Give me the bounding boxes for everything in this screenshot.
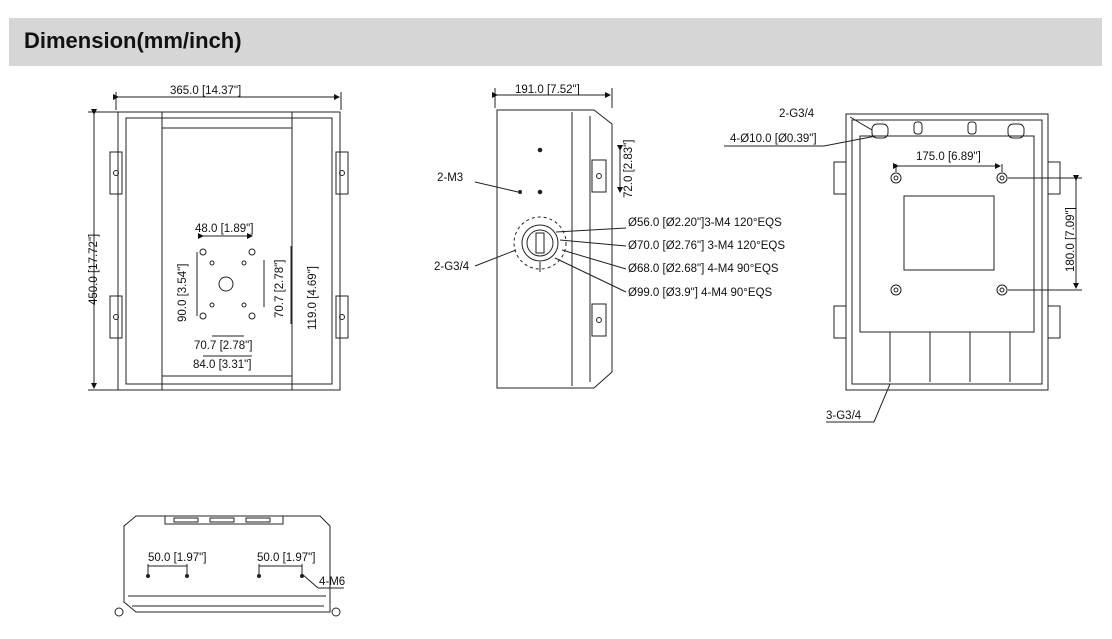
side-callout-68: Ø68.0 [Ø2.68"] 4-M4 90°EQS [628, 263, 779, 275]
back-view-labels: 2-G3/4 4-Ø10.0 [Ø0.39"] 175.0 [6.89"] 18… [730, 108, 1077, 422]
side-dim-72: 72.0 [2.83"] [623, 140, 635, 198]
bottom-dim-50-right: 50.0 [1.97"] [257, 552, 315, 564]
side-label-g34: 2-G3/4 [434, 261, 470, 273]
front-view [88, 92, 349, 391]
front-width-label: 365.0 [14.37"] [170, 85, 241, 97]
front-dim-84: 84.0 [3.31"] [193, 359, 251, 371]
side-width-label: 191.0 [7.52"] [515, 84, 580, 96]
side-view [474, 88, 627, 389]
bottom-view [114, 515, 344, 617]
back-view [724, 113, 1082, 423]
side-callout-99: Ø99.0 [Ø3.9"] 4-M4 90°EQS [628, 287, 773, 299]
back-dim-175: 175.0 [6.89"] [916, 151, 981, 163]
side-callout-70: Ø70.0 [Ø2.76"] 3-M4 120°EQS [628, 240, 785, 252]
bottom-dim-50-left: 50.0 [1.97"] [148, 552, 206, 564]
bottom-view-labels: 50.0 [1.97"] 50.0 [1.97"] 4-M6 [148, 552, 345, 588]
back-label-holes: 4-Ø10.0 [Ø0.39"] [730, 133, 817, 145]
side-callout-56: Ø56.0 [Ø2.20"]3-M4 120°EQS [628, 217, 782, 229]
front-dim-70-7-vertical: 70.7 [2.78"] [274, 260, 286, 318]
section-header: Dimension(mm/inch) [9, 18, 1102, 66]
front-height-label: 450.0 [17.72"] [88, 234, 100, 305]
bottom-label-m6: 4-M6 [319, 576, 345, 588]
back-label-top-g34: 2-G3/4 [779, 108, 815, 120]
front-dim-70-7-horizontal: 70.7 [2.78"] [194, 340, 252, 352]
side-view-labels: 191.0 [7.52"] 72.0 [2.83"] 2-M3 2-G3/4 Ø… [434, 84, 785, 299]
front-view-labels: 365.0 [14.37"] 450.0 [17.72"] 48.0 [1.89… [88, 85, 319, 371]
front-dim-48: 48.0 [1.89"] [195, 223, 253, 235]
front-dim-119: 119.0 [4.69"] [307, 266, 319, 330]
back-label-bottom-g34: 3-G3/4 [826, 410, 862, 422]
front-dim-90: 90.0 [3.54"] [177, 264, 189, 322]
section-title: Dimension(mm/inch) [24, 28, 242, 53]
back-dim-180: 180.0 [7.09"] [1065, 207, 1077, 272]
side-label-m3: 2-M3 [437, 172, 463, 184]
